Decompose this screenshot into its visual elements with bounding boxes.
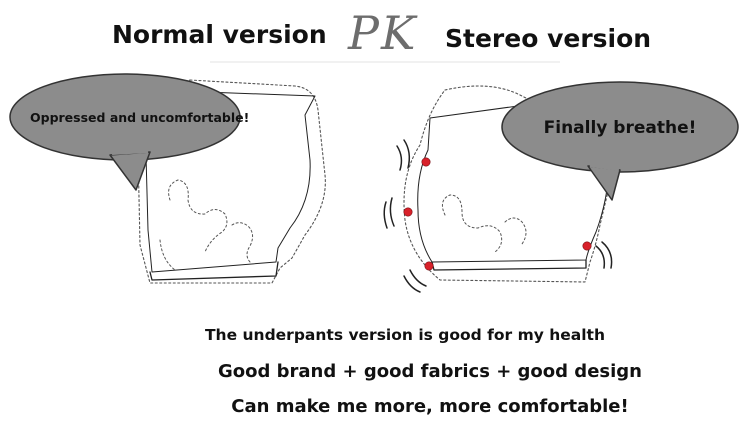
caption-brand: Good brand + good fabrics + good design xyxy=(217,361,642,382)
caption-health: The underpants version is good for my he… xyxy=(204,326,605,344)
normal-version-title: Normal version xyxy=(112,20,327,49)
right-speech-bubble xyxy=(501,81,739,201)
left-bubble-text: Oppressed and uncomfortable! xyxy=(30,110,250,125)
stretch-dot xyxy=(424,261,434,271)
pk-separator: PK xyxy=(348,6,418,60)
stretch-dot xyxy=(421,157,431,167)
stretch-points xyxy=(403,157,592,271)
stretch-dot xyxy=(403,207,413,217)
stretch-dot xyxy=(582,241,592,251)
left-speech-bubble xyxy=(9,73,241,191)
caption-comfort: Can make me more, more comfortable! xyxy=(231,396,629,417)
stereo-version-title: Stereo version xyxy=(445,24,652,53)
right-bubble-text: Finally breathe! xyxy=(543,118,697,138)
